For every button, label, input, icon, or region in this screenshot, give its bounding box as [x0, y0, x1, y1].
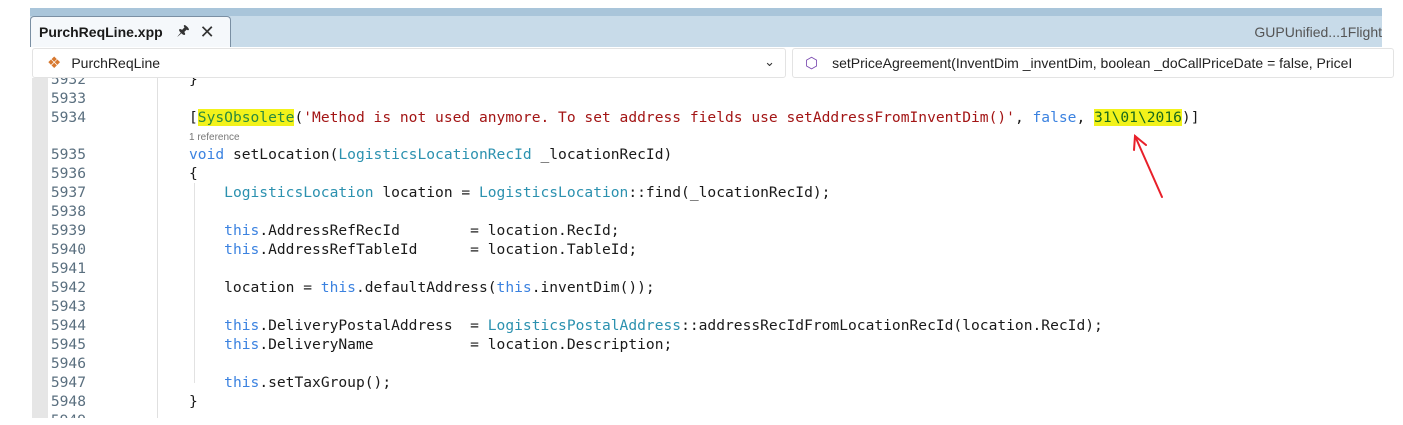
line-number: 5933 — [50, 90, 86, 107]
tab-strip: PurchReqLine.xpp 🖈︎ ✕ GUPUnified...1Flig… — [30, 16, 1382, 47]
code-token: LogisticsLocation — [478, 184, 629, 201]
code-text: location = this.defaultAddress(this.inve… — [189, 278, 655, 297]
code-token: .setTaxGroup(); — [259, 374, 392, 391]
code-editor[interactable]: 5932} 5933 5934 [SysObsolete('Method is not… — [30, 78, 1382, 418]
code-text: this.DeliveryPostalAddress = LogisticsPo… — [189, 316, 1103, 335]
line-number: 5932 — [50, 78, 86, 88]
code-token: this — [224, 222, 260, 239]
code-token: void — [189, 146, 225, 163]
line-number: 5948 — [50, 393, 86, 410]
code-text: this.DeliveryName = location.Description… — [189, 335, 672, 354]
code-token: this — [224, 374, 260, 391]
line-number: 5941 — [50, 260, 86, 277]
line-number: 5936 — [50, 165, 86, 182]
code-token: .AddressRefTableId = location.TableId; — [259, 241, 638, 258]
code-text: this.AddressRefRecId = location.RecId; — [189, 221, 620, 240]
code-text: } — [189, 392, 198, 411]
line-number: 5945 — [50, 336, 86, 353]
window-top-bar — [30, 8, 1382, 16]
code-token: LogisticsLocation — [224, 184, 374, 201]
code-token: } — [189, 78, 198, 88]
code-token: setLocation( — [224, 146, 339, 163]
line-number: 5938 — [50, 203, 86, 220]
code-text: LogisticsLocation location = LogisticsLo… — [189, 183, 830, 202]
margin-divider — [157, 78, 158, 418]
codelens-reference[interactable]: 1 reference — [189, 132, 240, 143]
code-text: this.setTaxGroup(); — [189, 373, 391, 392]
method-icon: ⬡ — [805, 55, 819, 72]
class-dropdown[interactable]: ❖ PurchReqLine ⌄ — [32, 48, 786, 78]
method-signature: setPriceAgreement(InventDim _inventDim, … — [832, 55, 1353, 71]
code-text: void setLocation(LogisticsLocationRecId … — [189, 145, 672, 164]
code-token: .DeliveryPostalAddress = — [259, 317, 488, 334]
editor-gutter — [32, 78, 48, 418]
line-number: 5947 — [50, 374, 86, 391]
code-token: LogisticsPostalAddress — [487, 317, 682, 334]
line-number: 5943 — [50, 298, 86, 315]
tab-purchreqline[interactable]: PurchReqLine.xpp 🖈︎ ✕ — [30, 16, 231, 47]
line-number: 5935 — [50, 146, 86, 163]
code-token: this — [224, 336, 260, 353]
arrow-head — [1133, 134, 1147, 151]
class-name: PurchReqLine — [71, 55, 161, 71]
line-number: 5942 — [50, 279, 86, 296]
window-title: GUPUnified...1Flight — [1254, 24, 1382, 40]
code-token: )] — [1181, 109, 1200, 126]
code-token: .defaultAddress( — [355, 279, 497, 296]
code-token: LogisticsLocationRecId — [338, 146, 532, 163]
code-token: { — [189, 165, 198, 182]
code-token: ::find(_locationRecId); — [628, 184, 831, 201]
line-number: 5946 — [50, 355, 86, 372]
code-token: _locationRecId) — [531, 146, 673, 163]
code-token: false — [1032, 109, 1077, 126]
code-token: .AddressRefRecId = location.RecId; — [259, 222, 620, 239]
code-token: 31\01\2016 — [1094, 109, 1182, 126]
code-text: [SysObsolete('Method is not used anymore… — [189, 108, 1199, 127]
code-token: .inventDim()); — [531, 279, 655, 296]
navigation-bar: ❖ PurchReqLine ⌄ ⬡ setPriceAgreement(Inv… — [30, 47, 1394, 78]
code-token: , — [1014, 109, 1033, 126]
code-token: this — [224, 241, 260, 258]
line-number: 5934 — [50, 109, 86, 126]
line-number: 5940 — [50, 241, 86, 258]
method-dropdown[interactable]: ⬡ setPriceAgreement(InventDim _inventDim… — [792, 48, 1394, 78]
line-number: 5949 — [50, 411, 86, 418]
code-token: this — [496, 279, 532, 296]
line-number: 5939 — [50, 222, 86, 239]
code-token: [ — [189, 109, 198, 126]
code-token: SysObsolete — [197, 109, 295, 126]
code-token: .DeliveryName = location.Description; — [259, 336, 673, 353]
chevron-down-icon[interactable]: ⌄ — [764, 54, 775, 69]
code-token: ::addressRecIdFromLocationRecId(location… — [681, 317, 1103, 334]
code-token: , — [1076, 109, 1095, 126]
line-number: 5944 — [50, 317, 86, 334]
code-token: location = — [373, 184, 479, 201]
code-text: { — [189, 164, 198, 183]
code-token: ( — [294, 109, 304, 126]
indent-guide — [194, 183, 195, 383]
code-token: this — [224, 317, 260, 334]
arrow-shaft — [1134, 135, 1163, 198]
code-token: this — [320, 279, 356, 296]
line-number: 5937 — [50, 184, 86, 201]
code-token: location = — [189, 279, 321, 296]
tab-title: PurchReqLine.xpp — [39, 24, 163, 40]
close-icon[interactable]: ✕ — [199, 21, 215, 42]
code-text: } — [189, 78, 198, 89]
class-icon: ❖ — [47, 55, 62, 72]
pin-icon[interactable]: 🖈︎ — [176, 22, 190, 38]
code-text: this.AddressRefTableId = location.TableI… — [189, 240, 637, 259]
code-token: 'Method is not used anymore. To set addr… — [303, 109, 1015, 126]
code-token: } — [189, 393, 198, 410]
